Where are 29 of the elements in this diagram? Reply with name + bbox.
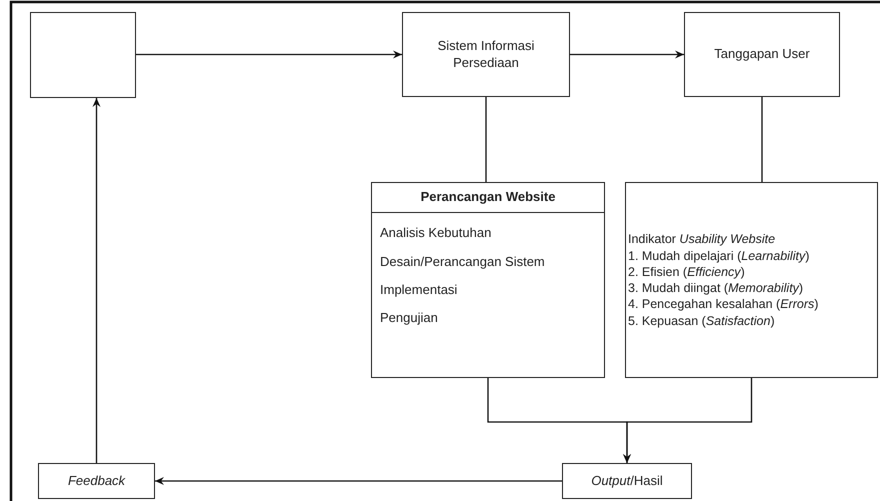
box-label: Output/Hasil [591, 472, 663, 490]
arrow [155, 477, 562, 485]
arrow [623, 378, 752, 463]
connector-line [761, 97, 763, 182]
indicator-line: 1. Mudah dipelajari (Learnability) [628, 248, 810, 264]
box-label: Tanggapan User [714, 46, 810, 63]
arrow [570, 50, 684, 58]
process-box [684, 12, 840, 97]
list-item: Implementasi [379, 282, 458, 298]
indicator-line: 3. Mudah diingat (Memorability) [628, 280, 804, 296]
list-item: Pengujian [379, 310, 439, 326]
indicator-line: Indikator Usability Website [628, 231, 776, 248]
arrow [136, 50, 402, 58]
indicator-line: 5. Kepuasan (Satisfaction) [628, 312, 775, 329]
process-box [562, 463, 692, 499]
process-box [625, 182, 878, 378]
box-heading: Perancangan Website [372, 183, 604, 214]
process-box [402, 12, 570, 97]
process-list-box [371, 182, 605, 378]
list-item: Analisis Kebutuhan [379, 225, 492, 242]
process-box [38, 463, 155, 499]
connector-line [485, 97, 487, 182]
indicator-line: 2. Efisien (Efficiency) [628, 264, 745, 280]
empty-box [30, 12, 136, 98]
list-item: Desain/Perancangan Sistem [379, 254, 546, 270]
box-label: Sistem Informasi Persediaan [436, 38, 536, 71]
indicator-line: 4. Pencegahan kesalahan (Errors) [628, 296, 818, 312]
box-label: Feedback [68, 472, 126, 490]
arrow [92, 98, 100, 463]
